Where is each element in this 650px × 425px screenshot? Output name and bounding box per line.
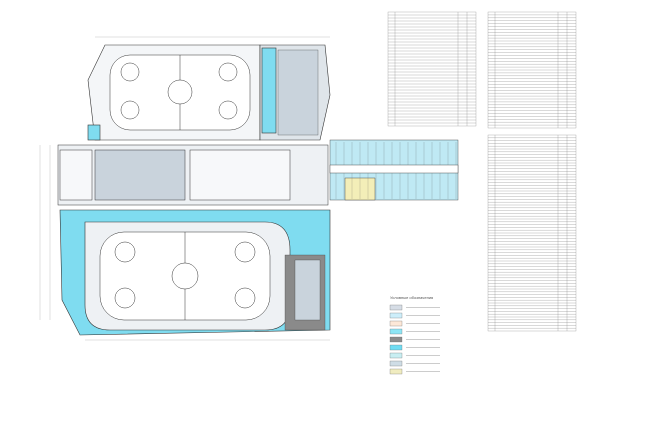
legend-swatch [389,312,403,319]
legend-swatch [389,344,403,351]
lower-ice-rink [99,231,271,321]
hotel-wing [329,139,459,201]
legend-swatch [389,304,403,311]
middle-block [57,144,329,206]
explication-table-left [387,11,477,127]
legend-swatch [389,320,403,327]
dimension-lines [39,36,330,341]
legend-swatch [389,352,403,359]
legend-swatch [389,368,403,375]
legend-title: Условные обозначения [390,295,434,300]
hotel-grid [335,142,457,199]
legend-swatch [389,328,403,335]
legend-swatch [389,360,403,367]
upper-ice-rink [109,54,251,131]
legend-swatches [389,304,440,375]
explication-table-right [487,11,577,332]
legend-swatch [389,336,403,343]
